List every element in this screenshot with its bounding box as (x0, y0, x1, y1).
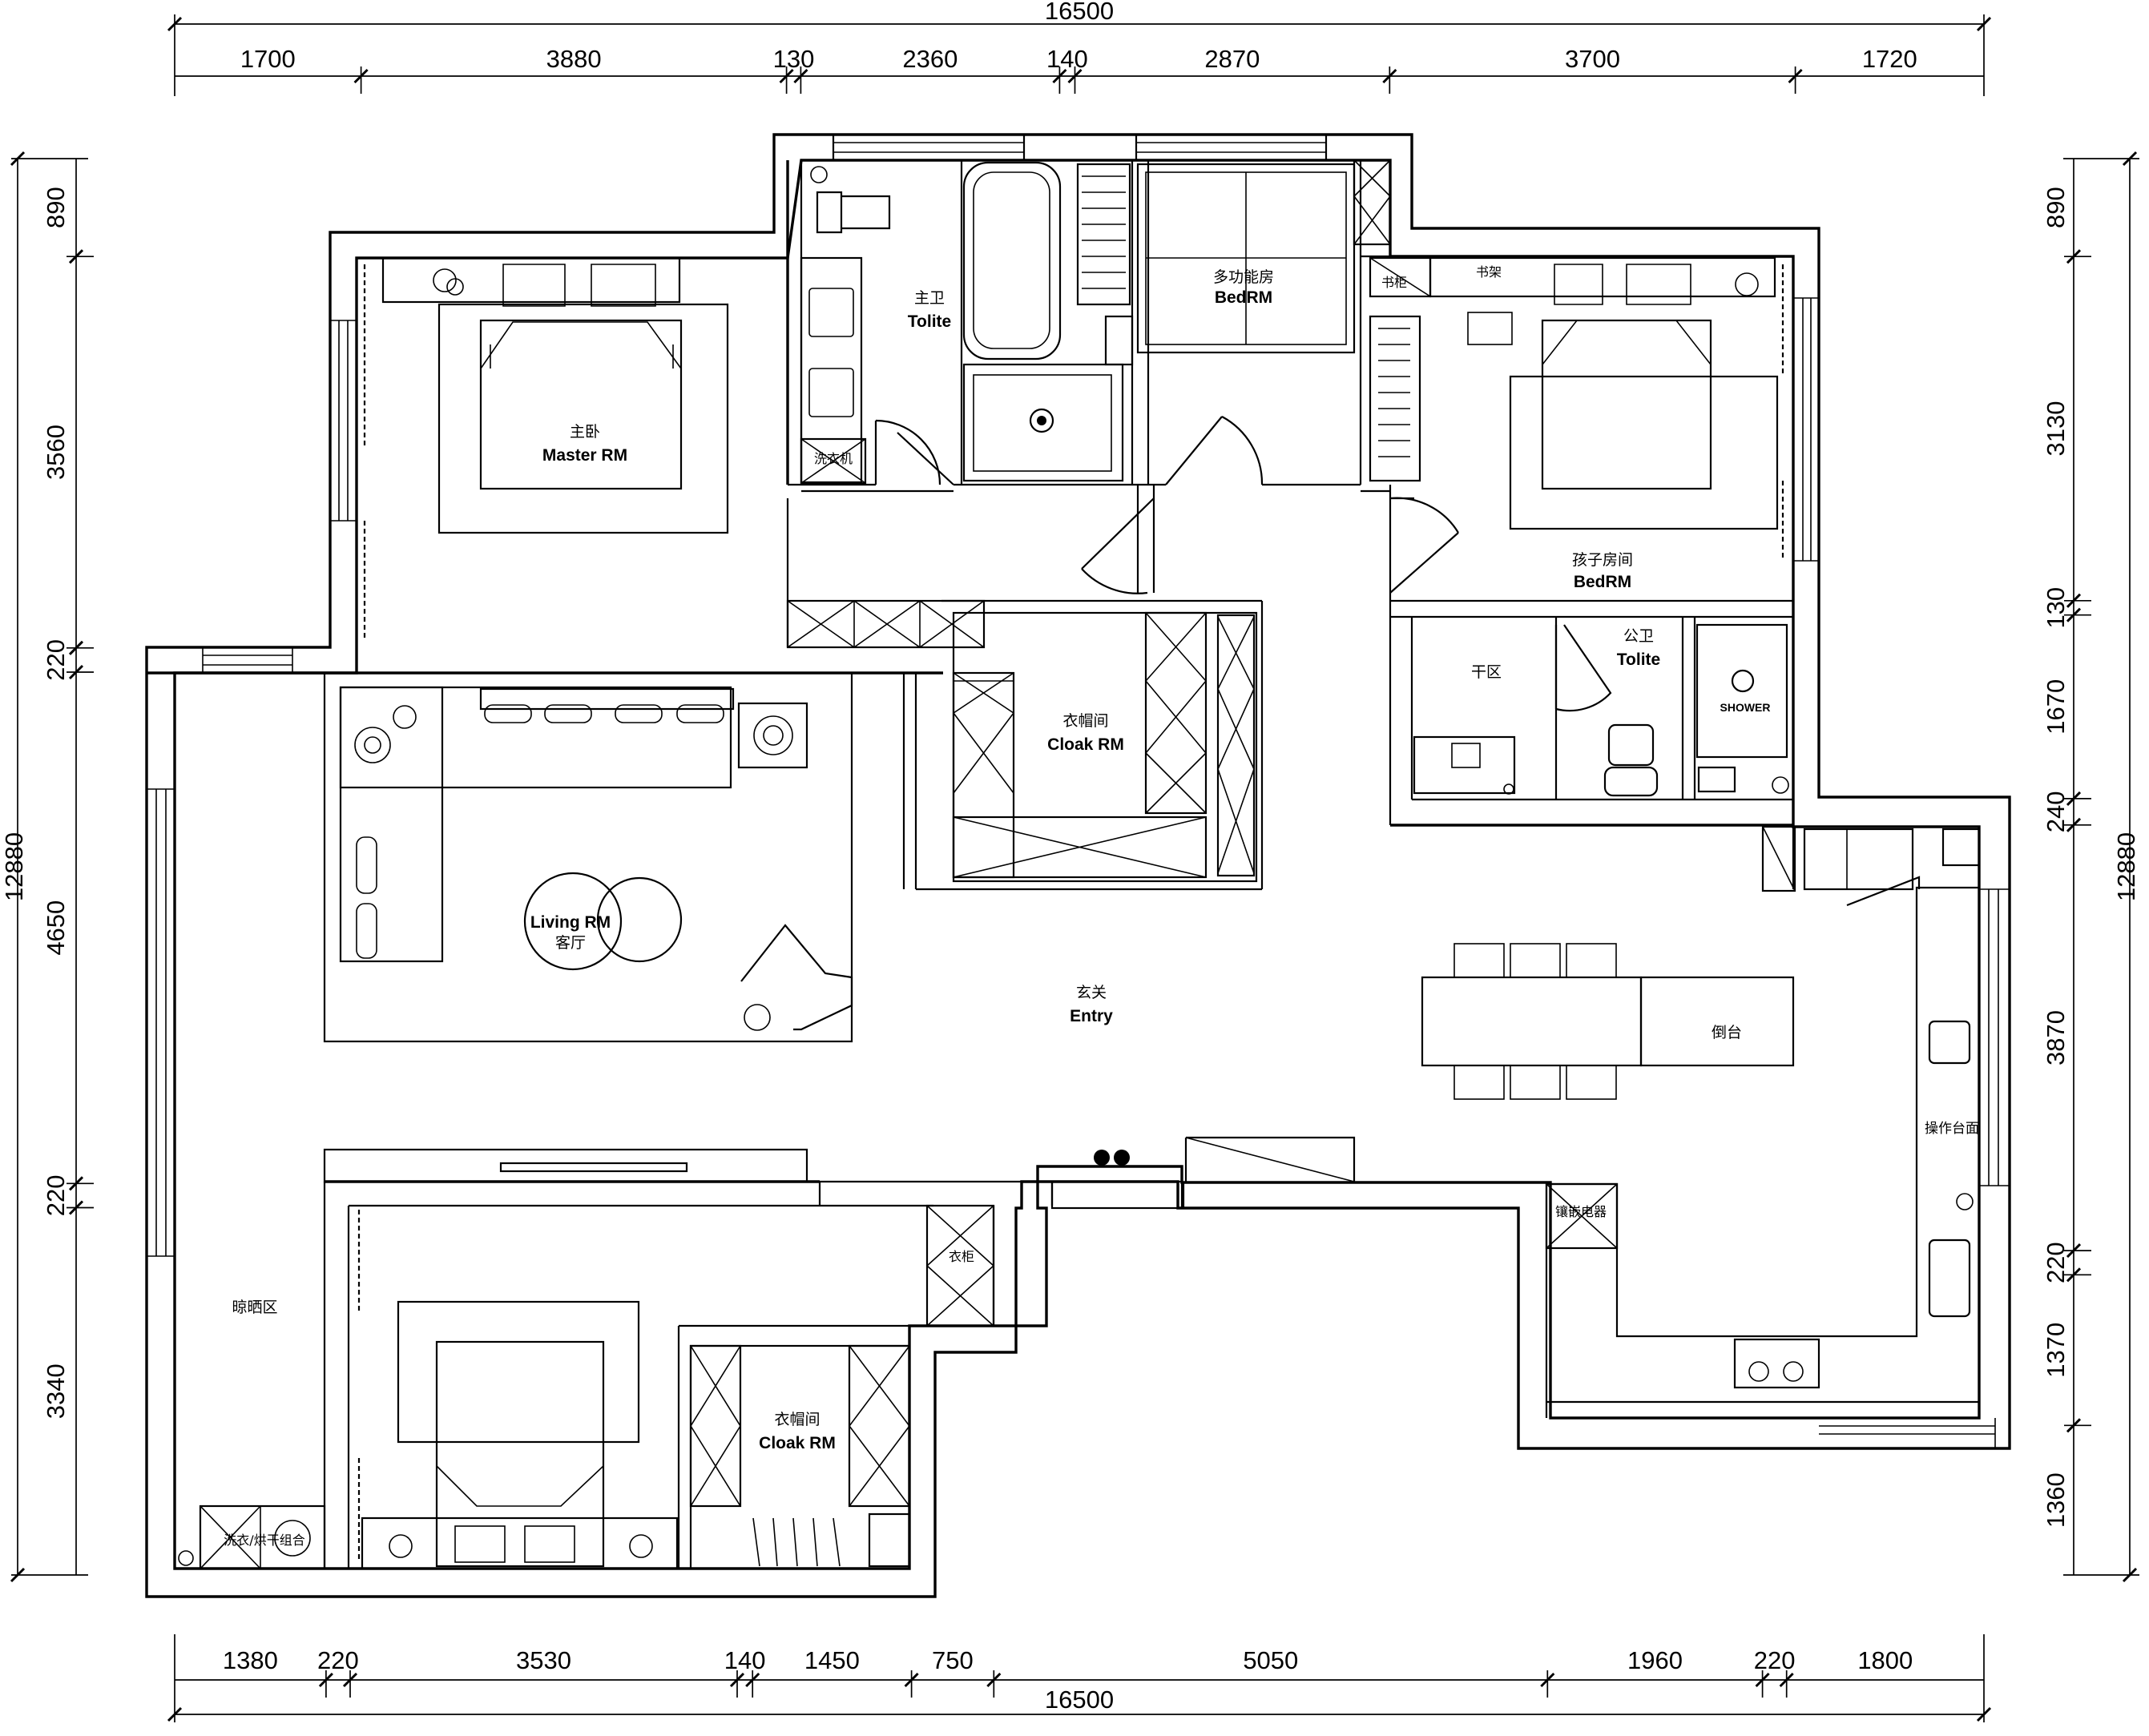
label-master-bed-cn: 主卧 (570, 423, 600, 441)
room-labels: 主卫 Tolite 洗衣机 多功能房 BedRM 主卧 Master RM 书柜… (224, 264, 1979, 1548)
label-bookshelf-tag: 书架 (1476, 264, 1502, 280)
dim-bottom-segment: 1960 (1627, 1646, 1683, 1674)
dim-right-segment: 1370 (2042, 1323, 2070, 1378)
dim-right-segment: 130 (2042, 587, 2070, 629)
dim-top-segment: 1720 (1862, 45, 1917, 73)
dim-top-total: 16500 (1045, 0, 1114, 25)
dim-bottom-segment: 1450 (804, 1646, 860, 1674)
label-living-en: Living RM (530, 913, 611, 932)
furniture (178, 159, 1981, 1570)
dim-right-segment: 1360 (2042, 1472, 2070, 1528)
dim-top-segment: 2870 (1204, 45, 1260, 73)
interior-walls (147, 160, 1979, 1570)
dim-right-segment: 3130 (2042, 401, 2070, 457)
dim-bottom-segment: 140 (724, 1646, 766, 1674)
label-wardrobe-tag: 衣柜 (949, 1249, 974, 1264)
doors (874, 416, 1921, 907)
dim-top-segment: 130 (773, 45, 815, 73)
label-washer-tag: 洗衣机 (814, 451, 853, 466)
label-shower: SHOWER (1720, 701, 1771, 714)
dim-top-segment: 140 (1046, 45, 1088, 73)
dim-bottom-total: 16500 (1045, 1686, 1114, 1714)
label-master-bath-en: Tolite (908, 312, 951, 331)
label-entry-cn: 玄关 (1076, 984, 1107, 1001)
dimension-top: 16500 1700 3880 130 2360 140 2870 3700 1720 (167, 0, 1992, 96)
dim-right-segment: 240 (2042, 791, 2070, 833)
label-cloak-main-cn: 衣帽间 (1062, 712, 1108, 730)
dim-bottom-segment: 1380 (223, 1646, 278, 1674)
dim-bottom-segment: 220 (1754, 1646, 1796, 1674)
dim-left-segment: 220 (42, 1175, 70, 1217)
label-island: 倒台 (1712, 1024, 1742, 1041)
label-cloak-second-en: Cloak RM (759, 1434, 836, 1452)
dim-right-segment: 220 (2042, 1242, 2070, 1283)
dim-bottom-segment: 220 (317, 1646, 359, 1674)
dim-bottom-segment: 3530 (516, 1646, 571, 1674)
label-public-bath-cn: 公卫 (1623, 627, 1654, 645)
dim-top-segment: 2360 (902, 45, 958, 73)
dim-top-segment: 1700 (240, 45, 296, 73)
dim-bottom-segment: 750 (932, 1646, 974, 1674)
dim-top-segment: 3880 (546, 45, 602, 73)
label-multi-room-en: BedRM (1215, 288, 1272, 307)
dim-left-segment: 890 (42, 187, 70, 228)
label-entry-en: Entry (1070, 1007, 1113, 1025)
label-master-bath-cn: 主卫 (914, 289, 945, 307)
dim-bottom-segment: 5050 (1243, 1646, 1298, 1674)
label-master-bed-en: Master RM (542, 446, 627, 465)
label-drying: 晾晒区 (232, 1299, 277, 1316)
dim-left-segment: 3340 (42, 1363, 70, 1419)
dim-left-total: 12880 (0, 832, 28, 901)
dim-right-segment: 3870 (2042, 1010, 2070, 1065)
dim-left-segment: 4650 (42, 900, 70, 956)
label-appliance: 镶嵌电器 (1555, 1204, 1607, 1219)
dim-top-segment: 3700 (1565, 45, 1620, 73)
label-cloak-second-cn: 衣帽间 (774, 1411, 820, 1428)
label-multi-room-cn: 多功能房 (1213, 268, 1274, 286)
dimension-right: 12880 890 3130 130 1670 240 3870 220 1370 1360 (2042, 151, 2140, 1583)
dim-right-total: 12880 (2112, 832, 2140, 901)
label-kids-room-en: BedRM (1574, 573, 1631, 591)
label-cloak-main-en: Cloak RM (1047, 735, 1124, 754)
dimension-bottom: 16500 1380 220 3530 140 1450 750 5050 1960 220 18… (167, 1634, 1992, 1722)
label-counter: 操作台面 (1925, 1121, 1979, 1137)
dim-left-segment: 3560 (42, 425, 70, 480)
label-laundry-combo: 洗衣/烘干组合 (224, 1533, 304, 1548)
dimension-left: 12880 890 3560 220 4650 220 3340 (0, 151, 94, 1583)
label-living-cn: 客厅 (555, 934, 586, 952)
dim-left-segment: 220 (42, 639, 70, 681)
label-dry-area: 干区 (1471, 663, 1502, 681)
label-desk-tag: 书柜 (1381, 275, 1407, 290)
dim-bottom-segment: 1800 (1857, 1646, 1913, 1674)
dim-right-segment: 1670 (2042, 679, 2070, 735)
exterior-walls (145, 133, 2011, 1598)
label-public-bath-en: Tolite (1617, 650, 1660, 669)
label-kids-room-cn: 孩子房间 (1572, 551, 1633, 569)
dim-right-segment: 890 (2042, 187, 2070, 228)
